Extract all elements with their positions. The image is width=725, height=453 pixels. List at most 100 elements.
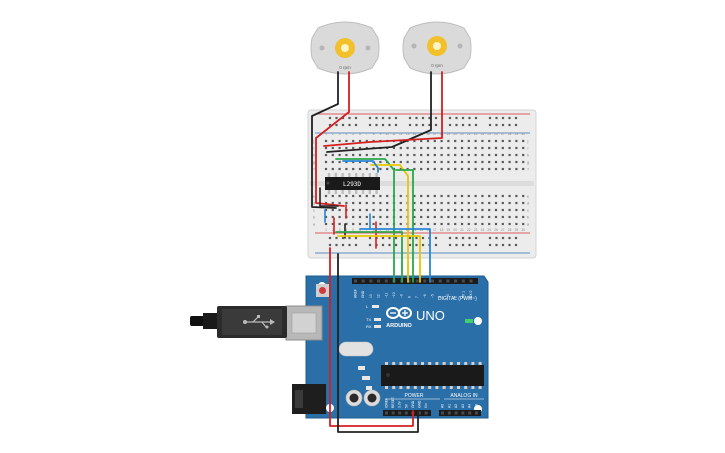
pin-label: 2 <box>454 296 458 298</box>
chip-label: L293D <box>343 181 361 188</box>
smd-component-icon <box>358 366 365 370</box>
column-number: 6 <box>359 228 361 232</box>
column-number: 3 <box>339 132 341 136</box>
wire-jumper-black[interactable] <box>319 187 339 207</box>
chip-notch-icon <box>386 373 390 377</box>
column-number: 9 <box>380 228 382 232</box>
analog-header-pins <box>441 411 478 415</box>
arduino-model-label: UNO <box>416 308 445 323</box>
pin-label: 7 <box>415 296 419 298</box>
column-number: 12 <box>399 228 403 232</box>
wire-green-mid[interactable] <box>395 169 414 283</box>
on-led-label: ON <box>474 319 480 324</box>
capacitor-top-icon <box>367 393 377 403</box>
column-number: 1 <box>325 228 327 232</box>
wire-motor1-red[interactable] <box>315 71 350 207</box>
row-letter: j <box>527 139 529 144</box>
pin-label: RESET <box>391 397 395 408</box>
pin-label: ~9 <box>400 294 404 298</box>
column-number: 29 <box>515 228 519 232</box>
column-number: 4 <box>346 132 348 136</box>
wire-blue-lower[interactable] <box>359 228 431 283</box>
column-number: 26 <box>494 228 498 232</box>
column-number: 14 <box>413 132 417 136</box>
column-number: 4 <box>346 228 348 232</box>
column-number: 15 <box>419 228 423 232</box>
on-led-icon <box>465 319 473 323</box>
usb-cable[interactable] <box>190 306 287 338</box>
dc-motor-1[interactable]: 0 rpm <box>310 21 380 75</box>
column-number: 19 <box>447 132 451 136</box>
column-number: 8 <box>373 228 375 232</box>
column-number: 30 <box>521 132 525 136</box>
pin-label: A5 <box>475 404 479 408</box>
pin-label: ~6 <box>423 294 427 298</box>
row-letter: a <box>527 222 530 227</box>
column-number: 3 <box>339 228 341 232</box>
wire-motor2-black[interactable] <box>326 71 432 153</box>
pin-label: 13 <box>369 294 373 298</box>
digital-header-pins <box>354 279 473 283</box>
column-number: 20 <box>453 132 457 136</box>
pin-label: A4 <box>468 404 472 408</box>
usb-connector[interactable] <box>285 305 323 341</box>
wire-motor2-red[interactable] <box>323 71 443 147</box>
analog-header <box>439 410 481 416</box>
led-rx-icon <box>374 325 381 328</box>
pin-label: 8 <box>407 296 411 298</box>
arduino-infinity-logo-icon <box>386 307 412 319</box>
column-number: 20 <box>453 228 457 232</box>
pin-label: 4 <box>438 296 442 298</box>
column-number: 24 <box>481 228 485 232</box>
wire-green-lower[interactable] <box>335 231 403 283</box>
wire-gnd-black[interactable] <box>337 253 419 433</box>
pin-label: IOREF <box>385 398 389 408</box>
column-number: 17 <box>433 228 437 232</box>
motor-screw-icon <box>411 43 417 49</box>
led-rx-label: RX <box>366 324 372 329</box>
column-number: 6 <box>359 132 361 136</box>
motor-screw-icon <box>365 45 371 51</box>
arduino-brand-label: ARDUINO <box>386 323 412 329</box>
l293d-motor-driver-chip[interactable]: L293D <box>325 173 380 194</box>
pin-label: ~5 <box>431 294 435 298</box>
motor-1-speed-label: 0 rpm <box>339 65 351 70</box>
wire-5v-red[interactable] <box>329 247 414 427</box>
wire-blue-upper[interactable] <box>342 160 379 173</box>
column-number: 27 <box>501 132 505 136</box>
analog-in-label: ANALOG IN <box>450 393 478 399</box>
pin-label: GND <box>418 400 422 408</box>
dc-motor-2[interactable]: 0 rpm <box>402 21 472 75</box>
column-number: 23 <box>474 228 478 232</box>
column-number: 1 <box>325 132 327 136</box>
column-number: 2 <box>332 132 334 136</box>
column-number: 16 <box>426 132 430 136</box>
wire-yellow-lower[interactable] <box>337 235 421 283</box>
wire-motor1-black[interactable] <box>311 71 339 209</box>
smd-component-icon <box>366 386 372 390</box>
row-letter: c <box>527 208 529 213</box>
crystal-oscillator <box>338 341 374 357</box>
digital-pwm-label: DIGITAL (PWM~) <box>438 296 477 302</box>
dc-power-jack[interactable] <box>292 384 326 414</box>
column-number: 8 <box>373 132 375 136</box>
motor-2-speed-label: 0 rpm <box>431 63 443 68</box>
column-number: 16 <box>426 228 430 232</box>
pin-label: RX 0 <box>469 291 473 298</box>
pin-label: AREF <box>354 289 358 298</box>
row-letter: g <box>527 160 529 165</box>
row-letter: c <box>313 208 315 213</box>
column-number: 10 <box>385 228 389 232</box>
pin-label: Vin <box>424 403 428 408</box>
pin-label: ~11 <box>384 292 388 298</box>
row-letter: a <box>313 222 316 227</box>
pin-label: A3 <box>461 404 465 408</box>
row-letter: g <box>313 160 315 165</box>
row-letter: i <box>528 146 529 151</box>
atmega-microcontroller-chip <box>381 362 484 389</box>
